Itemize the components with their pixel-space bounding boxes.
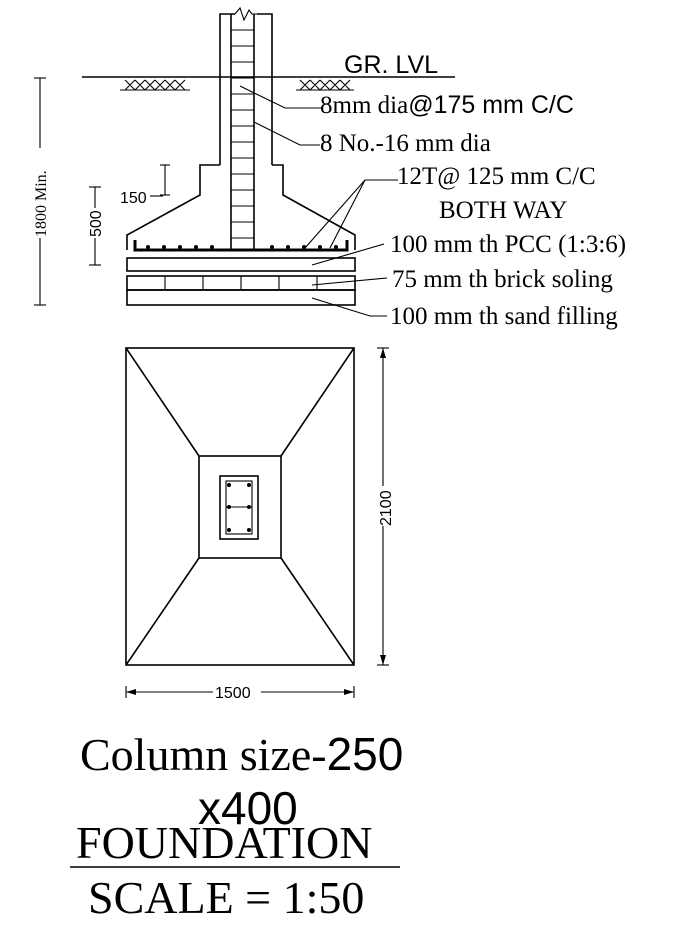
pedestal-plan-outline	[198, 455, 282, 559]
column-break-mark	[234, 6, 257, 22]
column-plan	[219, 475, 259, 540]
column-section	[180, 6, 300, 251]
plan-length-dimension: 2100	[375, 347, 395, 666]
ground-level-label: GR. LVL	[344, 51, 438, 79]
column-ties	[231, 29, 254, 239]
column-size-caption: Column size-250	[80, 728, 403, 780]
footing-mesh-bar	[133, 240, 349, 252]
step-height-label: 150	[120, 190, 147, 207]
mesh-callout: 12T@ 125 mm C/C	[397, 163, 596, 190]
footing-section	[126, 164, 356, 252]
footing-depth-label: 500	[88, 210, 105, 237]
main-bar-callout: 8 No.-16 mm dia	[320, 130, 491, 157]
ground-hatch-right	[296, 79, 354, 91]
brick-soling-layer	[126, 275, 356, 291]
mesh-callout-both-way: BOTH WAY	[439, 197, 568, 224]
tie-callout: 8mm dia@175 mm C/C	[320, 91, 574, 119]
mesh-bar-dots	[146, 245, 338, 249]
plan-view: 2100 1500	[125, 347, 395, 702]
drawing-title: FOUNDATION	[76, 817, 372, 868]
pcc-layer	[126, 257, 356, 272]
drawing-scale: SCALE = 1:50	[88, 872, 364, 923]
ground-hatch-left	[120, 79, 190, 91]
step-dimension: 150	[120, 164, 170, 207]
plan-length-label: 2100	[378, 490, 395, 526]
sand-filling-callout: 100 mm th sand filling	[390, 303, 618, 330]
callout-leaders	[239, 85, 398, 317]
plan-width-label: 1500	[215, 685, 251, 702]
caption: Column size-250 x400 FOUNDATION SCALE = …	[70, 728, 403, 923]
section-view: GR. LVL	[32, 6, 626, 330]
plan-width-dimension: 1500	[125, 682, 355, 702]
depth-dimension: 1800 Min.	[32, 77, 50, 306]
depth-min-label: 1800 Min.	[33, 170, 50, 237]
sand-filling-layer	[126, 289, 356, 306]
brick-soling-callout: 75 mm th brick soling	[392, 266, 613, 293]
column-size-caption-2: x400	[198, 782, 298, 834]
pcc-callout: 100 mm th PCC (1:3:6)	[390, 231, 626, 258]
footing-depth-dimension: 500	[87, 186, 105, 266]
footing-plan-outline	[125, 347, 355, 666]
